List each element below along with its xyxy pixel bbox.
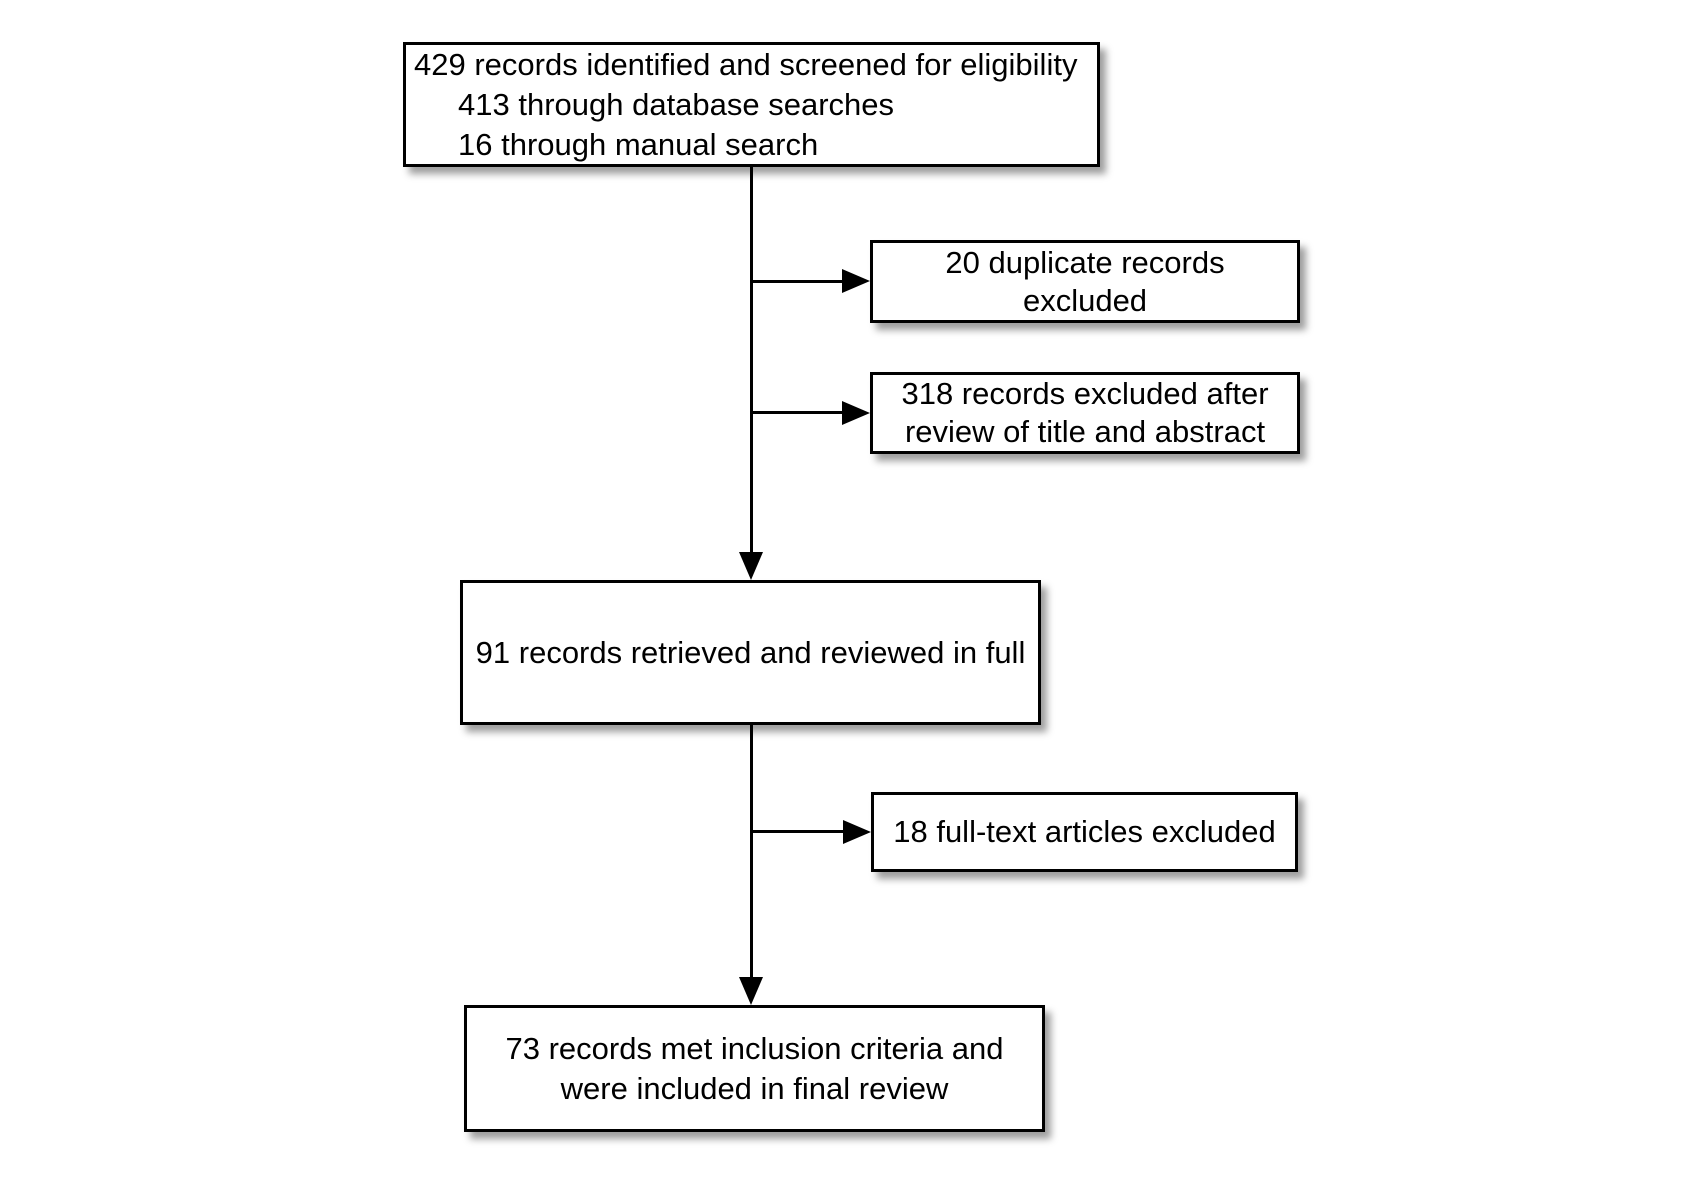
connector-to-duplicates-line	[750, 280, 845, 283]
title-abstract-excluded-line1: 318 records excluded after	[901, 376, 1269, 411]
records-identified-total: 429 records identified and screened for …	[414, 46, 1078, 82]
box-title-abstract-excluded: 318 records excluded after review of tit…	[870, 372, 1300, 454]
arrow-right-icon	[842, 269, 870, 293]
box-fulltext-excluded: 18 full-text articles excluded	[871, 792, 1298, 872]
box-records-identified: 429 records identified and screened for …	[403, 42, 1100, 167]
records-identified-database: 413 through database searches	[458, 86, 895, 122]
included-line1: 73 records met inclusion criteria and	[505, 1030, 1004, 1066]
box-full-review: 91 records retrieved and reviewed in ful…	[460, 580, 1041, 725]
connector-to-title-abstract-line	[750, 411, 845, 414]
connector-identified-to-full-review-line	[750, 167, 753, 555]
connector-full-review-to-included-line	[750, 725, 753, 980]
included-line2: were included in final review	[560, 1070, 949, 1106]
arrow-down-icon	[739, 552, 763, 580]
connector-to-fulltext-excluded-line	[750, 830, 846, 833]
full-review-line1: 91 records retrieved and reviewed in ful…	[475, 634, 1026, 670]
box-included-final-review: 73 records met inclusion criteria and we…	[464, 1005, 1045, 1132]
box-duplicates-excluded: 20 duplicate records excluded	[870, 240, 1300, 323]
fulltext-excluded-line1: 18 full-text articles excluded	[893, 814, 1276, 849]
duplicates-excluded-line2: excluded	[1022, 282, 1148, 318]
arrow-right-icon	[842, 401, 870, 425]
duplicates-excluded-line1: 20 duplicate records	[945, 244, 1225, 280]
arrow-down-icon	[739, 977, 763, 1005]
arrow-right-icon	[843, 820, 871, 844]
records-identified-manual: 16 through manual search	[458, 126, 819, 162]
title-abstract-excluded-line2: review of title and abstract	[904, 414, 1266, 449]
